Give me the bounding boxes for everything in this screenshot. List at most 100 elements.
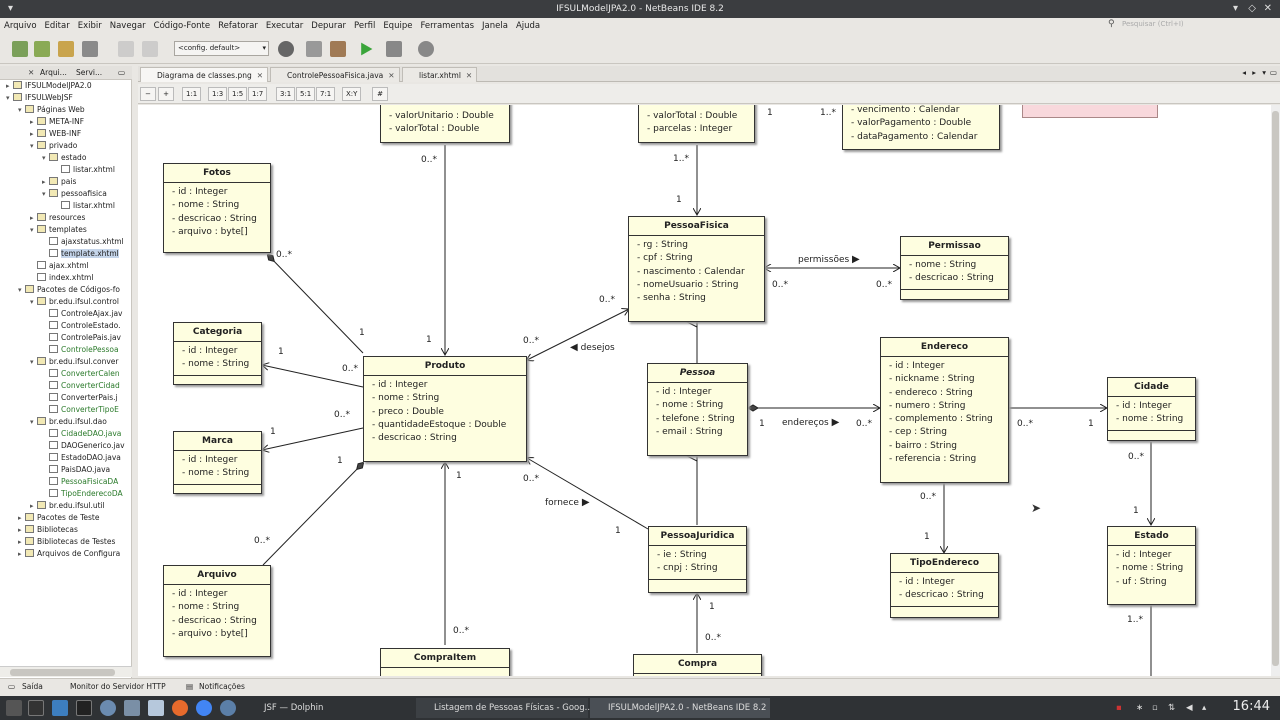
tree-item[interactable]: ▸Arquivos de Configura — [18, 548, 120, 560]
class-parcela[interactable]: - vencimento : Calendar- valorPagamento … — [842, 105, 1000, 150]
tab-controle-pessoa-fisica[interactable]: ControlePessoaFisica.java✕ — [270, 67, 400, 82]
tree-item[interactable]: ▸Pacotes de Teste — [18, 512, 99, 524]
chrome-icon[interactable] — [196, 700, 212, 716]
browser-icon[interactable] — [278, 41, 294, 57]
menu-refatorar[interactable]: Refatorar — [218, 21, 258, 31]
collapse-icon[interactable]: ▾ — [42, 154, 46, 162]
tree-item[interactable]: listar.xhtml — [54, 164, 115, 176]
tree-item[interactable]: PaisDAO.java — [42, 464, 110, 476]
tree-item[interactable]: ▾br.edu.ifsul.control — [30, 296, 119, 308]
network-icon[interactable]: ⇅ — [1168, 703, 1176, 713]
status-tab-monitor-http[interactable]: Monitor do Servidor HTTP — [70, 682, 166, 691]
class-venda[interactable]: - valorTotal : Double- parcelas : Intege… — [638, 105, 755, 143]
tree-item[interactable]: index.xhtml — [30, 272, 93, 284]
zoom-1-5-button[interactable]: 1:5 — [228, 87, 248, 101]
tree-item[interactable]: TipoEnderecoDA — [42, 488, 123, 500]
tree-item[interactable]: ▸resources — [30, 212, 85, 224]
tree-item[interactable]: ▾pessoafisica — [42, 188, 107, 200]
vertical-scrollbar[interactable] — [1271, 105, 1280, 676]
app-menu-icon[interactable]: ▾ — [8, 3, 14, 14]
undo-icon[interactable] — [118, 41, 134, 57]
tree-item[interactable]: DAOGenerico.jav — [42, 440, 125, 452]
expand-icon[interactable]: ▸ — [30, 214, 34, 222]
maximize-editor-icon[interactable]: ▭ — [1269, 68, 1277, 77]
terminal-icon[interactable] — [28, 700, 44, 716]
menu-codigo-fonte[interactable]: Código-Fonte — [153, 21, 211, 31]
menu-arquivo[interactable]: Arquivo — [4, 21, 37, 31]
taskbar-item-dolphin[interactable]: JSF — Dolphin — [244, 698, 412, 718]
tree-item[interactable]: CidadeDAO.java — [42, 428, 121, 440]
tree-item[interactable]: ▾Páginas Web — [18, 104, 85, 116]
menu-janela[interactable]: Janela — [482, 21, 508, 31]
expand-icon[interactable]: ▸ — [18, 538, 22, 546]
collapse-icon[interactable]: ▾ — [30, 226, 34, 234]
collapse-icon[interactable]: ▾ — [42, 190, 46, 198]
class-categoria[interactable]: Categoria - id : Integer- nome : String — [173, 322, 262, 385]
class-cidade[interactable]: Cidade - id : Integer- nome : String — [1107, 377, 1196, 441]
grid-toggle-button[interactable]: # — [372, 87, 388, 101]
class-compra[interactable]: Compra — [633, 654, 762, 676]
redo-icon[interactable] — [142, 41, 158, 57]
tree-item[interactable]: ▸pais — [42, 176, 76, 188]
scroll-tabs-right-icon[interactable]: ▸ — [1252, 68, 1256, 77]
close-panel-icon[interactable]: ✕ — [28, 68, 35, 77]
new-project-icon[interactable] — [34, 41, 50, 57]
scroll-tabs-left-icon[interactable]: ◂ — [1242, 68, 1246, 77]
shield-icon[interactable] — [148, 700, 164, 716]
tree-item[interactable]: ▾Pacotes de Códigos-fo — [18, 284, 120, 296]
app-launcher-icon[interactable] — [6, 700, 22, 716]
menu-exibir[interactable]: Exibir — [77, 21, 102, 31]
class-produto[interactable]: Produto - id : Integer- nome : String- p… — [363, 356, 527, 462]
collapse-icon[interactable]: ▾ — [30, 358, 34, 366]
r-icon[interactable] — [220, 700, 236, 716]
class-compraitem[interactable]: CompraItem — [380, 648, 510, 676]
build-icon[interactable] — [306, 41, 322, 57]
tree-item[interactable]: ▸br.edu.ifsul.util — [30, 500, 105, 512]
tree-item[interactable]: template.xhtml — [42, 248, 119, 260]
collapse-icon[interactable]: ▾ — [30, 418, 34, 426]
class-tipoendereco[interactable]: TipoEndereco - id : Integer- descricao :… — [890, 553, 999, 618]
firefox-icon[interactable] — [172, 700, 188, 716]
menu-editar[interactable]: Editar — [44, 21, 70, 31]
menu-ajuda[interactable]: Ajuda — [515, 21, 541, 31]
expand-icon[interactable]: ▸ — [30, 502, 34, 510]
monitor-icon[interactable] — [124, 700, 140, 716]
expand-icon[interactable]: ▸ — [30, 118, 34, 126]
class-pessoajuridica[interactable]: PessoaJuridica - ie : String- cnpj : Str… — [648, 526, 747, 593]
collapse-icon[interactable]: ▾ — [18, 286, 22, 294]
menu-equipe[interactable]: Equipe — [383, 21, 413, 31]
class-itemvenda[interactable]: - valorUnitario : Double- valorTotal : D… — [380, 105, 510, 143]
zoom-1-1-button[interactable]: 1:1 — [182, 87, 202, 101]
close-tab-icon[interactable]: ✕ — [465, 71, 473, 80]
tab-listar-xhtml[interactable]: listar.xhtml✕ — [402, 67, 478, 82]
close-tab-icon[interactable]: ✕ — [388, 71, 395, 80]
class-pessoafisica[interactable]: PessoaFisica - rg : String- cpf : String… — [628, 216, 765, 322]
expand-icon[interactable]: ▸ — [18, 526, 22, 534]
menu-executar[interactable]: Executar — [265, 21, 304, 31]
horizontal-scrollbar[interactable] — [0, 666, 132, 677]
tree-item[interactable]: ▸META-INF — [30, 116, 84, 128]
tree-item[interactable]: ▸Bibliotecas de Testes — [18, 536, 115, 548]
config-select[interactable]: <config. default>▾ — [174, 41, 269, 56]
zoom-out-button[interactable]: − — [140, 87, 156, 101]
tab-list-icon[interactable]: ▾ — [1262, 68, 1266, 77]
menu-navegar[interactable]: Navegar — [109, 21, 146, 31]
zoom-custom-button[interactable]: X:Y — [342, 87, 362, 101]
db-icon[interactable] — [100, 700, 116, 716]
tree-item[interactable]: ControlePais.jav — [42, 332, 121, 344]
tree-item[interactable]: EstadoDAO.java — [42, 452, 121, 464]
zoom-1-7-button[interactable]: 1:7 — [248, 87, 268, 101]
notifications-icon[interactable]: ▤ — [186, 682, 194, 691]
class-estado[interactable]: Estado - id : Integer- nome : String- uf… — [1107, 526, 1196, 605]
class-permissao[interactable]: Permissao - nome : String- descricao : S… — [900, 236, 1009, 300]
expand-icon[interactable]: ▸ — [6, 82, 10, 90]
run-icon[interactable] — [361, 42, 373, 56]
close-window-icon[interactable]: ✕ — [1263, 3, 1272, 14]
open-project-icon[interactable] — [58, 41, 74, 57]
tree-item[interactable]: ajax.xhtml — [30, 260, 89, 272]
class-arquivo[interactable]: Arquivo - id : Integer- nome : String- d… — [163, 565, 271, 657]
expand-icon[interactable]: ▸ — [30, 130, 34, 138]
tree-item[interactable]: ConverterCidad — [42, 380, 120, 392]
tree-item[interactable]: ConverterTipoE — [42, 404, 119, 416]
debug-icon[interactable] — [386, 41, 402, 57]
